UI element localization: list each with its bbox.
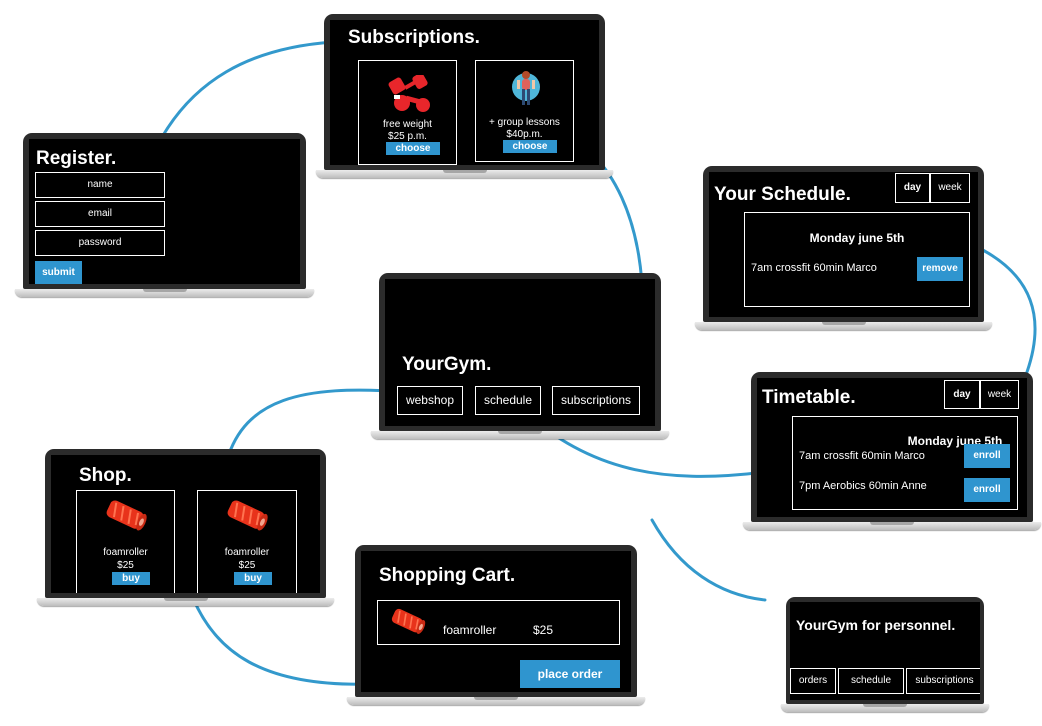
password-field[interactable]: password bbox=[35, 230, 165, 256]
laptop-lid: YourGym. webshop schedule subscriptions bbox=[379, 273, 661, 431]
cart-title: Shopping Cart. bbox=[379, 565, 516, 586]
schedule-date: Monday june 5th bbox=[809, 231, 905, 245]
laptop-base bbox=[316, 170, 613, 178]
enroll-button[interactable]: enroll bbox=[964, 444, 1010, 468]
home-laptop: YourGym. webshop schedule subscriptions bbox=[371, 273, 669, 439]
personnel-screen: YourGym for personnel. orders schedule s… bbox=[790, 602, 980, 700]
place-order-button[interactable]: place order bbox=[520, 660, 620, 688]
laptop-base bbox=[743, 522, 1041, 530]
dumbbell-icon bbox=[388, 75, 430, 112]
shop-laptop: Shop. foamroller $25 buy bbox=[37, 449, 334, 606]
laptop-base bbox=[347, 697, 645, 705]
schedule-title: Your Schedule. bbox=[714, 184, 851, 205]
toggle-week[interactable]: week bbox=[930, 173, 970, 203]
nav-webshop[interactable]: webshop bbox=[397, 386, 463, 415]
fitness-woman-icon bbox=[512, 71, 540, 105]
register-title: Register. bbox=[36, 148, 117, 169]
schedule-screen: Your Schedule. day week Monday june 5th … bbox=[709, 172, 978, 317]
submit-button[interactable]: submit bbox=[35, 261, 82, 284]
plan-price: $25 p.m. bbox=[388, 131, 427, 142]
schedule-entry: 7am crossfit 60min Marco bbox=[751, 262, 877, 274]
connector-timetable-personnel bbox=[650, 518, 767, 602]
laptop-lid: Your Schedule. day week Monday june 5th … bbox=[703, 166, 984, 322]
product-card: foamroller $25 buy bbox=[76, 490, 175, 593]
nav-schedule[interactable]: schedule bbox=[475, 386, 541, 415]
connector-schedule-timetable bbox=[973, 244, 1037, 374]
timetable-card: Monday june 5th 7am crossfit 60min Marco… bbox=[792, 416, 1018, 510]
timetable-entry: 7pm Aerobics 60min Anne bbox=[799, 480, 927, 492]
buy-button[interactable]: buy bbox=[112, 572, 150, 585]
toggle-day[interactable]: day bbox=[944, 380, 980, 409]
nav-subscriptions[interactable]: subscriptions bbox=[552, 386, 640, 415]
nav-subscriptions[interactable]: subscriptions bbox=[906, 668, 980, 694]
laptop-lid: Register. name email password submit bbox=[23, 133, 306, 289]
enroll-button[interactable]: enroll bbox=[964, 478, 1010, 502]
shop-title: Shop. bbox=[79, 465, 132, 486]
timetable-title: Timetable. bbox=[762, 387, 856, 408]
laptop-base bbox=[371, 431, 669, 439]
nav-orders[interactable]: orders bbox=[790, 668, 836, 694]
laptop-base bbox=[781, 704, 989, 712]
timetable-entry: 7am crossfit 60min Marco bbox=[799, 450, 925, 462]
foam-roller-icon bbox=[391, 608, 426, 634]
laptop-lid: Subscriptions. free weight $25 p.m. choo bbox=[324, 14, 605, 170]
subscriptions-laptop: Subscriptions. free weight $25 p.m. choo bbox=[316, 14, 613, 178]
email-field[interactable]: email bbox=[35, 201, 165, 227]
laptop-lid: Shopping Cart. foamroller $25 place orde… bbox=[355, 545, 637, 697]
product-price: $25 bbox=[117, 560, 134, 571]
cart-item-name: foamroller bbox=[443, 623, 497, 637]
nav-schedule[interactable]: schedule bbox=[838, 668, 904, 694]
plan-name: free weight bbox=[383, 119, 432, 130]
connector-shop-cart bbox=[191, 596, 376, 686]
schedule-laptop: Your Schedule. day week Monday june 5th … bbox=[695, 166, 992, 330]
plan-price: $40p.m. bbox=[506, 129, 543, 140]
cart-laptop: Shopping Cart. foamroller $25 place orde… bbox=[347, 545, 645, 705]
toggle-day[interactable]: day bbox=[895, 173, 930, 203]
foam-roller-icon bbox=[227, 500, 268, 531]
personnel-title: YourGym for personnel. bbox=[796, 617, 956, 633]
foam-roller-icon bbox=[106, 500, 147, 531]
product-card: foamroller $25 buy bbox=[197, 490, 297, 593]
plan-name: + group lessons bbox=[489, 117, 560, 128]
subscriptions-title: Subscriptions. bbox=[348, 27, 480, 48]
remove-button[interactable]: remove bbox=[917, 257, 963, 281]
toggle-week[interactable]: week bbox=[980, 380, 1019, 409]
schedule-card: Monday june 5th 7am crossfit 60min Marco… bbox=[744, 212, 970, 307]
timetable-laptop: Timetable. day week Monday june 5th 7am … bbox=[743, 372, 1041, 530]
laptop-lid: Timetable. day week Monday june 5th 7am … bbox=[751, 372, 1033, 522]
plan-card-free-weight: free weight $25 p.m. choose bbox=[358, 60, 457, 165]
personnel-laptop: YourGym for personnel. orders schedule s… bbox=[781, 597, 989, 712]
choose-button-group-lessons[interactable]: choose bbox=[503, 140, 557, 153]
product-price: $25 bbox=[238, 560, 256, 571]
cart-item-row: foamroller $25 bbox=[377, 600, 620, 645]
register-screen: Register. name email password submit bbox=[29, 139, 300, 284]
laptop-base bbox=[15, 289, 314, 297]
home-title: YourGym. bbox=[402, 354, 492, 375]
laptop-lid: Shop. foamroller $25 buy bbox=[45, 449, 326, 598]
plan-card-group-lessons: + group lessons $40p.m. choose bbox=[475, 60, 574, 162]
buy-button[interactable]: buy bbox=[234, 572, 272, 585]
cart-item-price: $25 bbox=[533, 623, 554, 637]
name-field[interactable]: name bbox=[35, 172, 165, 198]
laptop-lid: YourGym for personnel. orders schedule s… bbox=[786, 597, 984, 704]
product-name: foamroller bbox=[224, 547, 270, 558]
cart-screen: Shopping Cart. foamroller $25 place orde… bbox=[361, 551, 631, 692]
shop-screen: Shop. foamroller $25 buy bbox=[51, 455, 320, 593]
home-screen: YourGym. webshop schedule subscriptions bbox=[385, 279, 655, 426]
choose-button-free-weight[interactable]: choose bbox=[386, 142, 440, 155]
register-laptop: Register. name email password submit bbox=[15, 133, 314, 297]
timetable-screen: Timetable. day week Monday june 5th 7am … bbox=[757, 378, 1027, 517]
laptop-base bbox=[695, 322, 992, 330]
product-name: foamroller bbox=[103, 547, 148, 558]
subscriptions-screen: Subscriptions. free weight $25 p.m. choo bbox=[330, 20, 599, 165]
laptop-base bbox=[37, 598, 334, 606]
